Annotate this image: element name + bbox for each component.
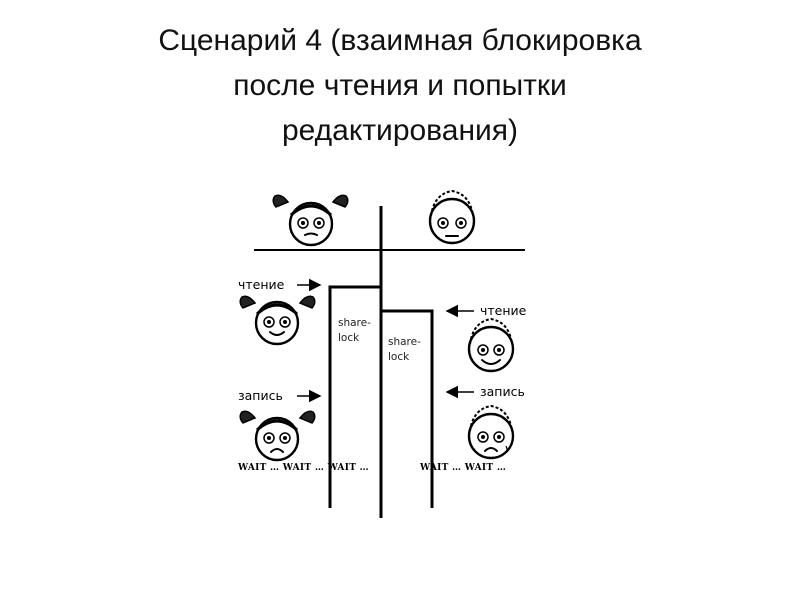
left-write-label: запись	[238, 388, 283, 403]
right-write-label: запись	[480, 384, 525, 399]
left-share-lock-bar	[328, 285, 381, 508]
title-line-2: после чтения и попытки	[233, 69, 567, 102]
right-lock-label-1: share-	[388, 336, 421, 348]
left-read-label: чтение	[238, 277, 285, 292]
right-lock-label-2: lock	[388, 351, 410, 363]
left-wait-text: WAIT … WAIT … WAIT …	[237, 463, 369, 473]
boy-happy-face-icon	[467, 317, 515, 373]
slide-title: Сценарий 4 (взаимная блокировка после чт…	[0, 18, 800, 153]
right-wait-text: WAIT … WAIT …	[419, 463, 506, 473]
girl-face-icon	[272, 194, 349, 247]
boy-sad-face-icon	[467, 404, 515, 460]
girl-happy-face-icon	[239, 295, 316, 346]
girl-sad-face-icon	[239, 410, 316, 462]
right-share-lock-bar	[381, 309, 434, 508]
title-line-1: Сценарий 4 (взаимная блокировка	[158, 24, 642, 57]
left-lock-label-1: share-	[338, 317, 371, 329]
title-line-3: редактирования)	[281, 114, 519, 147]
left-lock-label-2: lock	[338, 332, 360, 344]
boy-face-icon	[428, 189, 476, 245]
right-read-label: чтение	[480, 303, 527, 318]
